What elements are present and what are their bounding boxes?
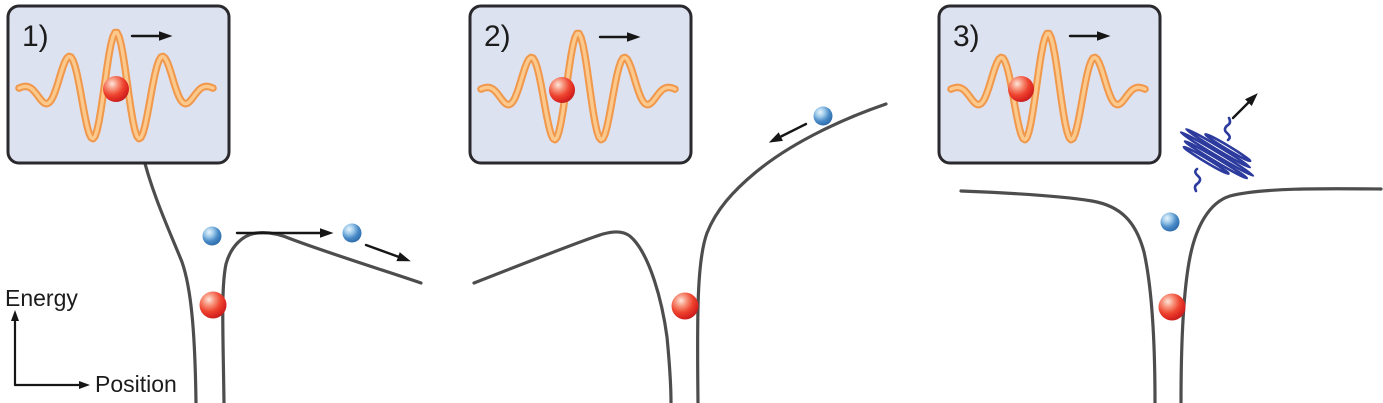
laser-pulse-icon <box>477 29 679 144</box>
inset-frame <box>468 4 693 165</box>
energy-axis-label: Energy <box>5 285 78 311</box>
axes: Energy Position <box>5 285 177 397</box>
electron-sphere <box>202 226 222 246</box>
potential-curve-panel2-right <box>695 102 888 403</box>
panel-1-label: 1) <box>22 20 49 53</box>
panel-2-label: 2) <box>484 20 511 53</box>
inset-panel-3: 3) <box>937 4 1162 165</box>
potential-curve-panel1-left <box>140 150 198 403</box>
potential-curve-panel1-right <box>221 231 423 403</box>
escape-arrow-icon <box>364 243 411 262</box>
panel-2-scene <box>671 106 833 320</box>
inset-panel-1: 1) <box>6 4 231 165</box>
ion-sphere <box>1008 76 1034 102</box>
inset-panel-2: 2) <box>468 4 693 165</box>
emission-arrow-icon <box>1231 93 1258 120</box>
panel-3-label: 3) <box>953 20 980 53</box>
ion-sphere <box>103 76 129 102</box>
electron-sphere <box>342 223 362 243</box>
ion-sphere <box>671 292 699 320</box>
potential-curve-panel2-left <box>472 230 673 403</box>
electron-sphere <box>1160 212 1180 232</box>
attosecond-burst-icon <box>1179 116 1255 193</box>
panel-3-scene <box>1158 93 1258 321</box>
return-arrow-icon <box>768 122 808 143</box>
potential-curve-panel3-right <box>1179 187 1383 403</box>
laser-pulse-icon <box>947 29 1149 144</box>
laser-pulse-icon <box>15 28 217 143</box>
ion-sphere <box>199 291 227 319</box>
ion-sphere <box>549 77 575 103</box>
potential-curve-panel3-left <box>959 189 1157 403</box>
panel-1-scene <box>199 223 411 319</box>
position-axis-label: Position <box>95 371 177 397</box>
electron-sphere <box>813 106 833 126</box>
burst-squiggle-top <box>1223 116 1232 142</box>
inset-frame <box>937 4 1162 165</box>
ion-sphere <box>1158 293 1186 321</box>
burst-squiggle-bottom <box>1193 167 1202 193</box>
